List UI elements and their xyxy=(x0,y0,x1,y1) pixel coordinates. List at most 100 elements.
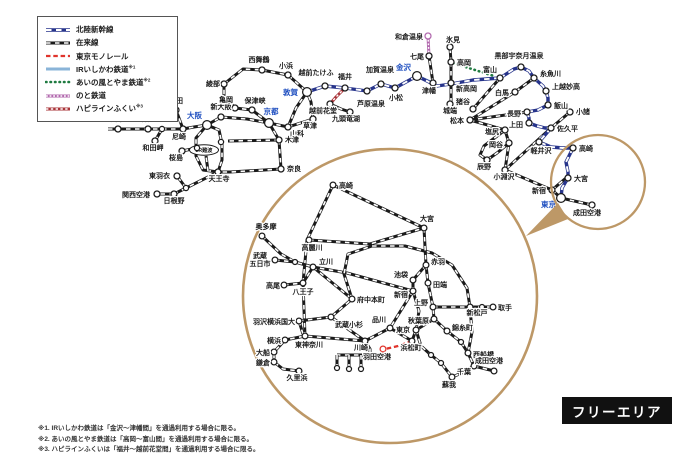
rail-line-conventional-dash xyxy=(206,116,289,128)
station-label: 京都 xyxy=(264,106,279,116)
station-label: 金沢 xyxy=(395,62,411,72)
station-label: 糸魚川 xyxy=(540,69,561,78)
station-label: 横浜 xyxy=(267,336,281,345)
inset-rail-line-conventional-dash xyxy=(415,282,435,331)
station xyxy=(564,174,572,182)
station xyxy=(321,82,329,90)
station xyxy=(386,324,394,332)
station-label: 羽沢横浜国大 xyxy=(253,317,295,326)
station xyxy=(544,101,552,109)
inset-rail-line-conventional-dash xyxy=(312,266,366,342)
station xyxy=(248,106,256,114)
station xyxy=(182,184,190,192)
station xyxy=(379,345,387,353)
station-label: 綾部 xyxy=(206,79,220,88)
station xyxy=(447,79,455,87)
station xyxy=(201,119,213,131)
rail-line-shinkansen xyxy=(416,74,501,88)
station-label: 氷見 xyxy=(445,35,460,44)
station xyxy=(151,137,159,145)
station xyxy=(566,108,574,116)
station xyxy=(326,100,334,108)
rail-line-conventional-dash xyxy=(504,111,571,171)
station xyxy=(517,63,525,71)
station-label: 取手 xyxy=(498,303,512,312)
legend-item-conventional: 在来線 xyxy=(45,37,171,48)
station xyxy=(284,123,292,131)
station xyxy=(258,232,266,240)
rail-line-conventional-dash xyxy=(173,171,219,195)
station xyxy=(280,281,288,289)
station xyxy=(501,166,509,174)
station-label: 亀岡 xyxy=(218,95,233,104)
inset-rail-line-conventional-dash xyxy=(389,290,414,329)
legend-line-sample xyxy=(46,54,70,58)
rail-line-conventional-dash xyxy=(479,129,510,161)
station xyxy=(263,117,275,129)
station xyxy=(496,74,504,82)
station xyxy=(588,201,596,209)
station xyxy=(424,279,432,287)
legend-line-sample xyxy=(46,94,70,98)
station-label: 高尾 xyxy=(266,281,280,290)
station-label: 川崎 xyxy=(353,343,368,352)
station xyxy=(490,367,498,375)
station-label: 東京 xyxy=(541,199,556,209)
station-label: 池袋 xyxy=(394,270,409,279)
station xyxy=(535,138,543,146)
station-label: 成田空港 xyxy=(475,356,504,365)
station xyxy=(158,125,166,133)
station-label: 小浜 xyxy=(278,61,293,70)
station-label: 天王寺 xyxy=(209,174,230,183)
station xyxy=(270,358,278,366)
station xyxy=(391,84,399,92)
station xyxy=(483,156,491,164)
station xyxy=(429,79,437,87)
station xyxy=(284,71,292,79)
station xyxy=(408,337,416,345)
station-label: 奈良 xyxy=(286,164,301,173)
station-label: 小松 xyxy=(388,93,403,102)
legend-item-shinkansen: 北陸新幹線 xyxy=(45,24,171,35)
station xyxy=(291,258,299,266)
station-label: 立川 xyxy=(319,257,333,266)
station xyxy=(430,315,438,323)
station xyxy=(489,303,497,311)
station-label: 府中本町 xyxy=(357,295,385,304)
rail-line-conventional-dash xyxy=(469,111,528,121)
station-label: 辰野 xyxy=(477,162,491,171)
station-label: 東京 xyxy=(396,325,410,334)
station xyxy=(569,144,577,152)
station-label: 品川 xyxy=(372,315,386,324)
legend-item-ir: IRいしかわ鉄道※1 xyxy=(45,64,171,75)
station-label: 城端 xyxy=(443,106,457,115)
station xyxy=(170,190,178,198)
legend-item-label: 北陸新幹線 xyxy=(76,25,114,35)
rail-line-conventional-dash xyxy=(223,68,263,85)
station-label: 東羽衣 xyxy=(149,171,171,180)
station-label: 和倉温泉 xyxy=(394,32,424,41)
station-label: 塩尻 xyxy=(485,127,499,136)
free-area-badge: フリーエリア xyxy=(562,397,672,424)
rail-line-conventional-dash xyxy=(469,119,553,191)
station-label: 山科 xyxy=(290,129,304,138)
footnote-1: ※1. IRいしかわ鉄道は「金沢〜津幡間」を通過利用する場合に限る。 xyxy=(38,425,241,432)
station xyxy=(478,303,486,311)
station-label: 新宿 xyxy=(394,290,408,299)
station xyxy=(457,338,465,346)
station xyxy=(427,351,435,359)
legend-line-sample xyxy=(46,41,70,45)
station xyxy=(361,337,369,345)
station xyxy=(443,327,451,335)
station xyxy=(469,105,477,113)
zoom-circle xyxy=(241,147,539,445)
station-label: 高麗川 xyxy=(302,243,323,252)
station xyxy=(357,365,365,373)
station-label: 錦糸町 xyxy=(451,323,473,332)
station-label: 長野 xyxy=(507,109,521,118)
station-label: 武蔵小杉 xyxy=(335,320,363,329)
inset-rail-line-conventional-dash xyxy=(302,184,334,337)
station-label: 蘇我 xyxy=(441,380,456,389)
station xyxy=(309,263,317,271)
station-label: JR難波 xyxy=(195,146,213,154)
